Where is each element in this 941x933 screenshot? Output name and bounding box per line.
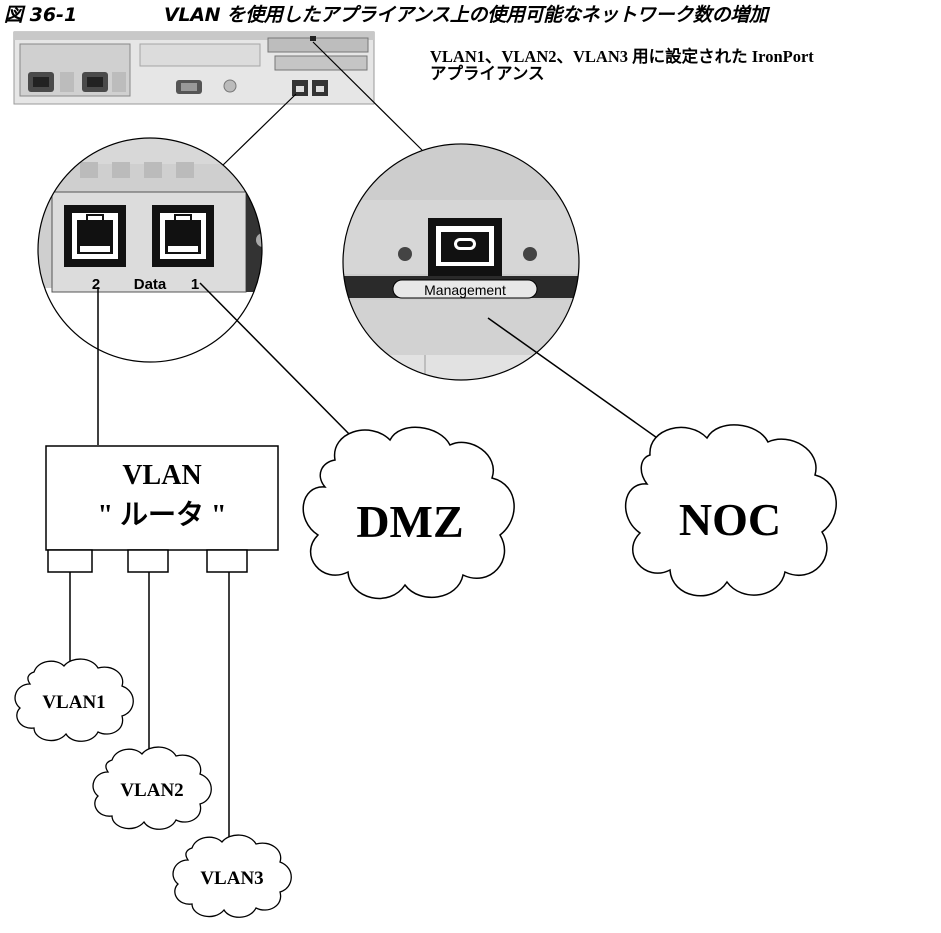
dmz-label: DMZ: [356, 496, 463, 547]
management-rj45-icon: [428, 218, 502, 276]
figure-number: 図 36-1: [4, 4, 78, 26]
noc-cloud: NOC: [625, 424, 837, 597]
noc-label: NOC: [679, 494, 781, 545]
vlan2-label: VLAN2: [120, 780, 183, 801]
power-socket-icon: [28, 72, 54, 92]
vlan3-label: VLAN3: [200, 868, 263, 889]
leader-line-data-ports: [221, 93, 297, 167]
appliance-caption: VLAN1、VLAN2、VLAN3 用に設定された IronPort アプライア…: [430, 48, 940, 82]
dmz-cloud: DMZ: [302, 426, 515, 600]
ethernet-port-pair-icon: [292, 80, 328, 96]
vlan1-cloud: VLAN1: [14, 658, 134, 742]
serial-port-icon: [176, 80, 202, 94]
port-1-number: 1: [191, 276, 199, 293]
cable-management-to-noc: [487, 317, 661, 441]
router-port-2: [127, 549, 169, 573]
vlan3-cloud: VLAN3: [172, 834, 292, 918]
appliance-rear-panel: [13, 31, 375, 105]
management-port-zoom: Management: [342, 143, 580, 381]
vlan-router: VLAN " ルータ ": [45, 445, 279, 573]
power-socket-icon: [82, 72, 108, 92]
router-port-3: [206, 549, 248, 573]
rj45-port-1-icon: [152, 205, 214, 267]
figure-title: VLAN を使用したアプライアンス上の使用可能なネットワーク数の増加: [164, 4, 768, 26]
rj45-port-2-icon: [64, 205, 126, 267]
port-2-number: 2: [92, 276, 100, 293]
data-ports-zoom: 2 Data 1: [37, 137, 263, 363]
router-label-line2: " ルータ ": [97, 499, 226, 531]
leader-line-management: [312, 41, 423, 151]
cable-port1-to-dmz: [199, 282, 356, 441]
router-label-line1: VLAN: [122, 460, 201, 491]
vlan1-label: VLAN1: [42, 692, 105, 713]
vlan2-cloud: VLAN2: [92, 746, 212, 830]
appliance-caption-line2: アプライアンス: [430, 64, 545, 83]
router-port-1: [47, 549, 93, 573]
appliance-caption-line1: VLAN1、VLAN2、VLAN3 用に設定された IronPort: [430, 47, 814, 66]
data-port-label: Data: [134, 276, 167, 293]
management-label: Management: [424, 282, 506, 298]
